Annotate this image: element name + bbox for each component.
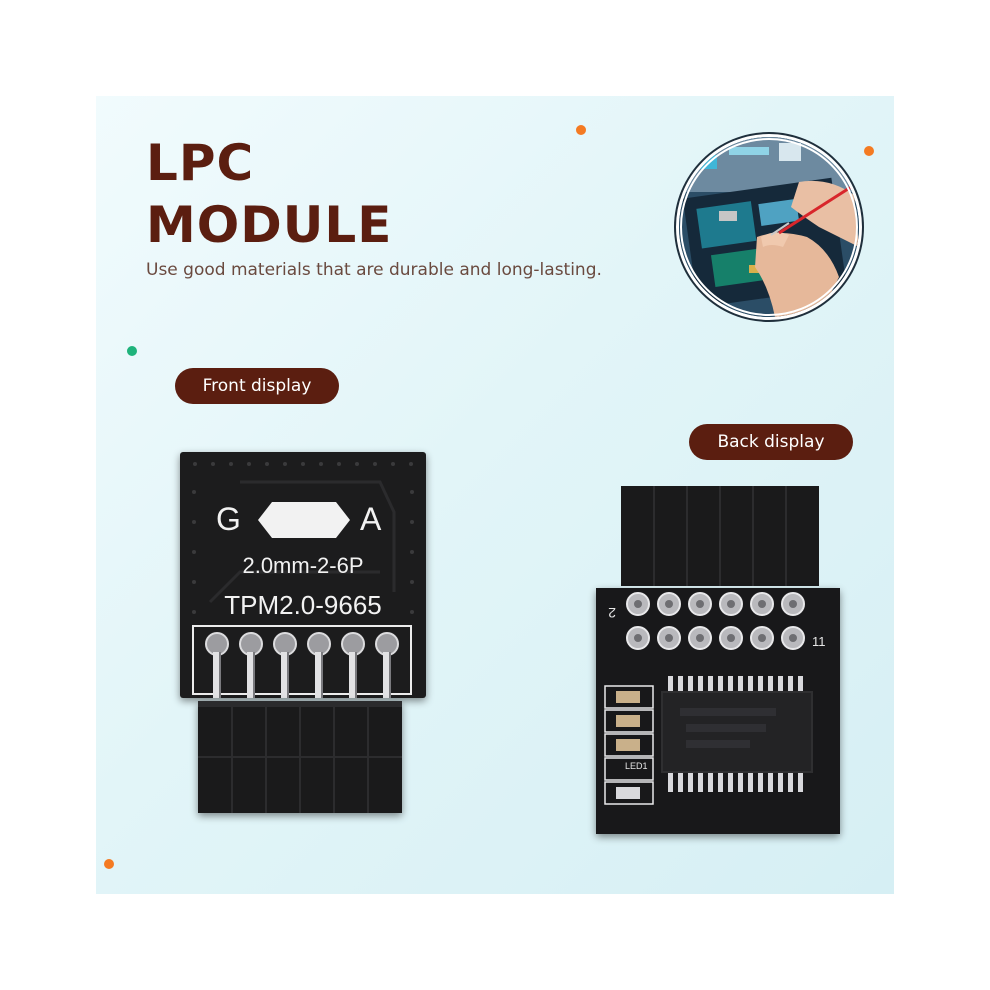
front-letter-a: A <box>360 501 382 537</box>
front-pin-header <box>198 701 402 813</box>
decor-dot-orange <box>576 125 586 135</box>
product-panel: LPC MODULE Use good materials that are d… <box>96 96 894 894</box>
repair-photo <box>676 134 862 320</box>
decor-dot-orange <box>104 859 114 869</box>
title-line-2: MODULE <box>146 196 393 254</box>
title-line-1: LPC <box>146 134 255 192</box>
back-pin-header <box>621 486 819 586</box>
decor-dot-orange <box>864 146 874 156</box>
front-letter-g: G <box>216 501 241 537</box>
back-display-label: Back display <box>689 424 853 460</box>
pin-number-11: 11 <box>812 634 826 649</box>
tagline: Use good materials that are durable and … <box>146 260 602 280</box>
led-silkscreen-label: LED1 <box>625 761 648 771</box>
front-display-label: Front display <box>175 368 339 404</box>
decor-dot-green <box>127 346 137 356</box>
back-board: 2 11 <box>596 588 840 834</box>
front-model-text: TPM2.0-9665 <box>224 590 382 620</box>
front-board: G A 2.0mm-2-6P TPM2.0-9665 <box>180 452 426 698</box>
hexagon-logo-icon <box>258 502 350 538</box>
front-spec-text: 2.0mm-2-6P <box>242 553 364 578</box>
pin-number-2: 2 <box>608 605 616 621</box>
